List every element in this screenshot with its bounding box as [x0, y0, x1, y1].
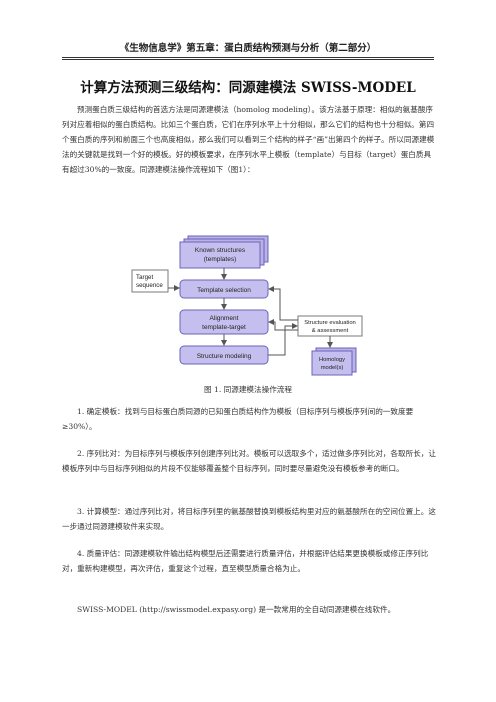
evaluation-label: Structure evaluation	[304, 320, 356, 326]
running-header: 《生物信息学》第五章：蛋白质结构预测与分析（第二部分）	[119, 43, 377, 54]
structure-modeling-box: Structure modeling	[179, 345, 269, 365]
known-structures-box: Known structures (templates)	[179, 235, 269, 269]
figure-caption: 图 1. 同源建模法操作流程	[203, 385, 292, 394]
homology-label: Homology	[319, 357, 345, 363]
template-selection-label: Template selection	[197, 287, 251, 294]
step-3: 3. 计算模型：通过序列比对，将目标序列里的氨基酸替换到模板结构里对应的氨基酸所…	[62, 507, 436, 531]
step-2: 2. 序列比对：为目标序列与模板序列创建序列比对。模板可以选取多个，适过做多序列…	[62, 449, 436, 473]
known-structures-label: Known structures	[195, 247, 246, 254]
homology-models-box: Homology model(s)	[311, 347, 357, 376]
target-sublabel: sequence	[136, 282, 163, 289]
alignment-label: Alignment	[210, 315, 239, 322]
alignment-box: Alignment template-target	[179, 309, 269, 335]
workflow-diagram: Known structures (templates) Target sequ…	[131, 235, 363, 376]
workflow-figure: Known structures (templates) Target sequ…	[130, 230, 370, 378]
header-rule-top	[62, 57, 434, 58]
flow-arrows	[168, 268, 333, 356]
closing-paragraph: SWISS-MODEL (http://swissmodel.expasy.or…	[77, 605, 396, 614]
homology-sublabel: model(s)	[321, 365, 344, 371]
target-label: Target	[136, 274, 153, 281]
alignment-sublabel: template-target	[202, 324, 246, 331]
intro-paragraph: 预测蛋白质三级结构的首选方法是同源建模法（homolog modeling）。该…	[62, 105, 435, 174]
structure-modeling-label: Structure modeling	[197, 353, 252, 360]
header-rule-bottom	[62, 59, 434, 60]
known-structures-sublabel: (templates)	[204, 256, 237, 263]
section-title: 计算方法预测三级结构：同源建模法 SWISS-MODEL	[80, 80, 416, 96]
step-4: 4. 质量评估：同源建模软件输出结构模型后还需要进行质量评估，并根据评估结果更换…	[62, 549, 429, 573]
structure-evaluation-box: Structure evaluation & assessment	[297, 315, 363, 337]
step-1: 1. 确定模板：找到与目标蛋白质同源的已知蛋白质结构作为模板（目标序列与模板序列…	[62, 407, 414, 431]
template-selection-box: Template selection	[179, 279, 269, 299]
evaluation-sublabel: & assessment	[312, 328, 349, 334]
target-sequence-box: Target sequence	[131, 269, 169, 293]
